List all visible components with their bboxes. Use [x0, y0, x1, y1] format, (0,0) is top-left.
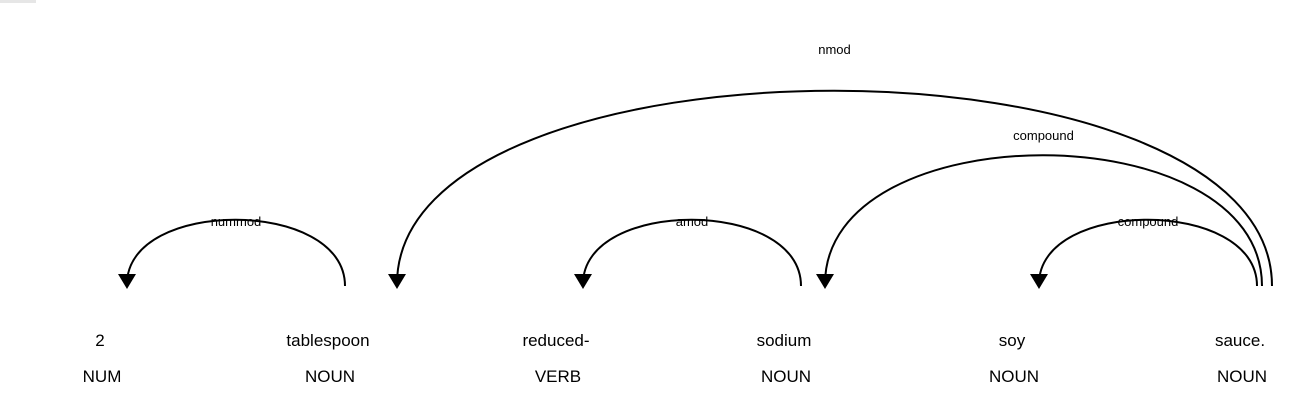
- arrowhead: [118, 274, 136, 289]
- token-word: sauce.: [1215, 331, 1265, 350]
- dependency-arcs: nummod amod compound compound nmod: [118, 42, 1273, 289]
- token-pos-tag: NOUN: [305, 367, 355, 386]
- token-pos-tag: NOUN: [1217, 367, 1267, 386]
- arc-nmod: [396, 89, 1273, 287]
- window-corner-strip: [0, 0, 36, 3]
- token-pos-tag: VERB: [535, 367, 581, 386]
- arrowhead: [574, 274, 592, 289]
- token-pos-tag: NOUN: [761, 367, 811, 386]
- arrowhead: [388, 274, 406, 289]
- arrowhead: [1030, 274, 1048, 289]
- arc-label: amod: [676, 214, 709, 229]
- arc-nummod: [126, 218, 346, 287]
- token-pos-tag: NOUN: [989, 367, 1039, 386]
- token-word: tablespoon: [286, 331, 369, 350]
- arc-label: nmod: [818, 42, 851, 57]
- token-word: reduced-: [522, 331, 589, 350]
- arrowhead: [816, 274, 834, 289]
- token-word: 2: [95, 331, 104, 350]
- arc-amod: [582, 218, 802, 287]
- arc-label: compound: [1013, 128, 1074, 143]
- arc-compound: [1038, 218, 1258, 287]
- arc-label: compound: [1118, 214, 1179, 229]
- token-pos-tag: NUM: [83, 367, 122, 386]
- arc-compound: [824, 154, 1263, 287]
- arc-label: nummod: [211, 214, 262, 229]
- token-word: sodium: [757, 331, 812, 350]
- token-word: soy: [999, 331, 1026, 350]
